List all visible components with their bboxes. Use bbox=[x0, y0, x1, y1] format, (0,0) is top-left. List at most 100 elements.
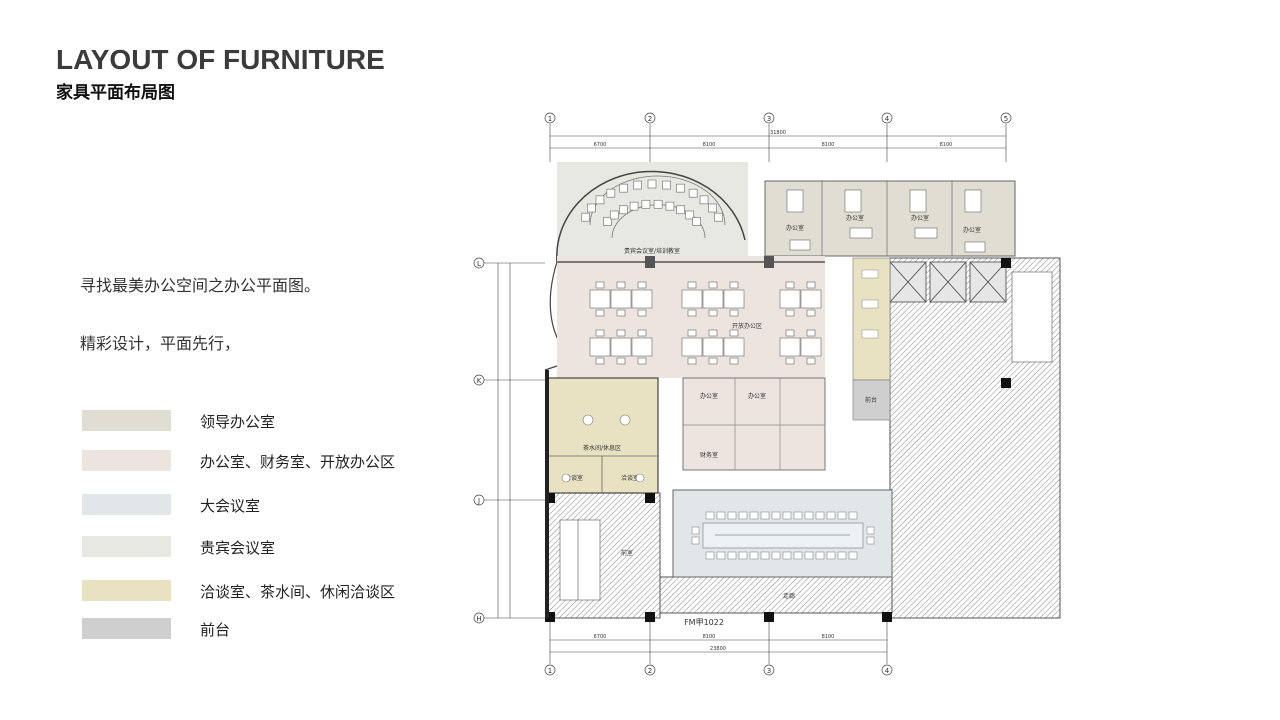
chair bbox=[815, 551, 825, 560]
chair bbox=[749, 511, 759, 520]
grid-label-4: 4 bbox=[885, 115, 890, 123]
chair bbox=[662, 180, 671, 190]
chair bbox=[782, 511, 792, 520]
chair bbox=[687, 281, 697, 289]
description-line-2: 精彩设计，平面先行， bbox=[80, 334, 241, 353]
chair bbox=[866, 526, 875, 535]
chair bbox=[692, 217, 701, 226]
chair bbox=[665, 201, 675, 211]
meeting-chairs bbox=[691, 511, 875, 560]
front-desk-area bbox=[852, 379, 891, 421]
legend-label: 领导办公室 bbox=[200, 413, 276, 431]
chair bbox=[616, 309, 626, 317]
chair bbox=[688, 188, 698, 198]
chair bbox=[595, 281, 605, 289]
legend-item-negotiation: 洽谈室、茶水间、休闲洽谈区 bbox=[82, 580, 482, 602]
top-total-dimension: 31800 bbox=[770, 130, 786, 136]
chair bbox=[782, 551, 792, 560]
chair bbox=[771, 551, 781, 560]
chair bbox=[714, 212, 723, 222]
top-dimension-lines bbox=[549, 124, 1007, 220]
chair bbox=[716, 551, 726, 560]
chair bbox=[837, 551, 847, 560]
chair bbox=[637, 329, 647, 337]
workstation bbox=[631, 337, 653, 357]
room-label-front-desk: 前台 bbox=[865, 396, 877, 404]
workstation bbox=[779, 337, 801, 357]
stairs-left bbox=[559, 519, 601, 601]
stairs-right bbox=[1011, 271, 1053, 363]
chair bbox=[687, 329, 697, 337]
chair bbox=[793, 551, 803, 560]
room-label-corridor: 走廊 bbox=[783, 592, 795, 600]
open-office-area bbox=[557, 256, 825, 378]
grid-label-H: H bbox=[476, 615, 481, 623]
room-label-office: 办公室 bbox=[786, 224, 804, 232]
chair bbox=[729, 329, 739, 337]
chair bbox=[676, 183, 685, 193]
corridor-hatched-area bbox=[659, 576, 893, 614]
chair bbox=[738, 511, 748, 520]
top-dimension: 8100 bbox=[822, 142, 835, 148]
legend-swatch bbox=[82, 410, 171, 431]
chair bbox=[587, 203, 596, 213]
chair bbox=[785, 357, 795, 365]
chair bbox=[729, 281, 739, 289]
chair bbox=[705, 511, 715, 520]
vip-chairs bbox=[581, 179, 723, 226]
chair bbox=[653, 199, 663, 209]
chair bbox=[716, 511, 726, 520]
chair bbox=[826, 551, 836, 560]
chair bbox=[708, 203, 717, 213]
chair bbox=[785, 281, 795, 289]
grid-label-2: 2 bbox=[648, 667, 652, 675]
chair bbox=[637, 281, 647, 289]
structural-columns bbox=[545, 256, 1011, 622]
chair bbox=[637, 357, 647, 365]
room-label-vip-meeting: 贵宾会议室/培训教室 bbox=[624, 247, 680, 255]
workstation bbox=[723, 337, 745, 357]
elevator-shafts bbox=[889, 261, 1007, 303]
chair bbox=[687, 357, 697, 365]
chair bbox=[595, 195, 605, 205]
chair bbox=[633, 180, 642, 190]
chair bbox=[815, 511, 825, 520]
grid-markers-top bbox=[544, 112, 1012, 124]
chair bbox=[647, 179, 657, 189]
chair bbox=[676, 205, 685, 215]
chair bbox=[848, 551, 858, 560]
room-label-office: 办公室 bbox=[846, 214, 864, 222]
chair bbox=[616, 329, 626, 337]
chair bbox=[866, 536, 875, 545]
workstation bbox=[681, 289, 703, 309]
chair bbox=[806, 309, 816, 317]
grid-markers-left bbox=[473, 257, 485, 624]
legend-label: 贵宾会议室 bbox=[200, 539, 276, 557]
chair bbox=[699, 195, 709, 205]
chair bbox=[727, 551, 737, 560]
room-label-tea-room: 茶水间/休息区 bbox=[583, 444, 621, 452]
chair bbox=[826, 511, 836, 520]
room-label-negotiation: 洽谈室 bbox=[565, 474, 583, 482]
legend-swatch bbox=[82, 536, 171, 557]
legend-swatch bbox=[82, 580, 171, 601]
legend-item-large-meeting: 大会议室 bbox=[82, 494, 482, 516]
chair bbox=[708, 281, 718, 289]
chair bbox=[687, 309, 697, 317]
workstation bbox=[610, 289, 632, 309]
legend-swatch bbox=[82, 450, 171, 471]
top-dimension: 8100 bbox=[703, 142, 716, 148]
chair bbox=[685, 210, 695, 220]
room-label-front-room: 前室 bbox=[621, 549, 633, 557]
bottom-dimension: 8100 bbox=[822, 634, 835, 640]
legend-item-leader-office: 领导办公室 bbox=[82, 410, 482, 432]
chair bbox=[581, 212, 590, 222]
grid-label-2: 2 bbox=[648, 115, 652, 123]
room-label-finance: 财务室 bbox=[700, 451, 718, 459]
chair bbox=[729, 357, 739, 365]
chair bbox=[760, 511, 770, 520]
grid-label-1: 1 bbox=[548, 667, 552, 675]
chair bbox=[629, 201, 639, 211]
chair bbox=[619, 183, 628, 193]
